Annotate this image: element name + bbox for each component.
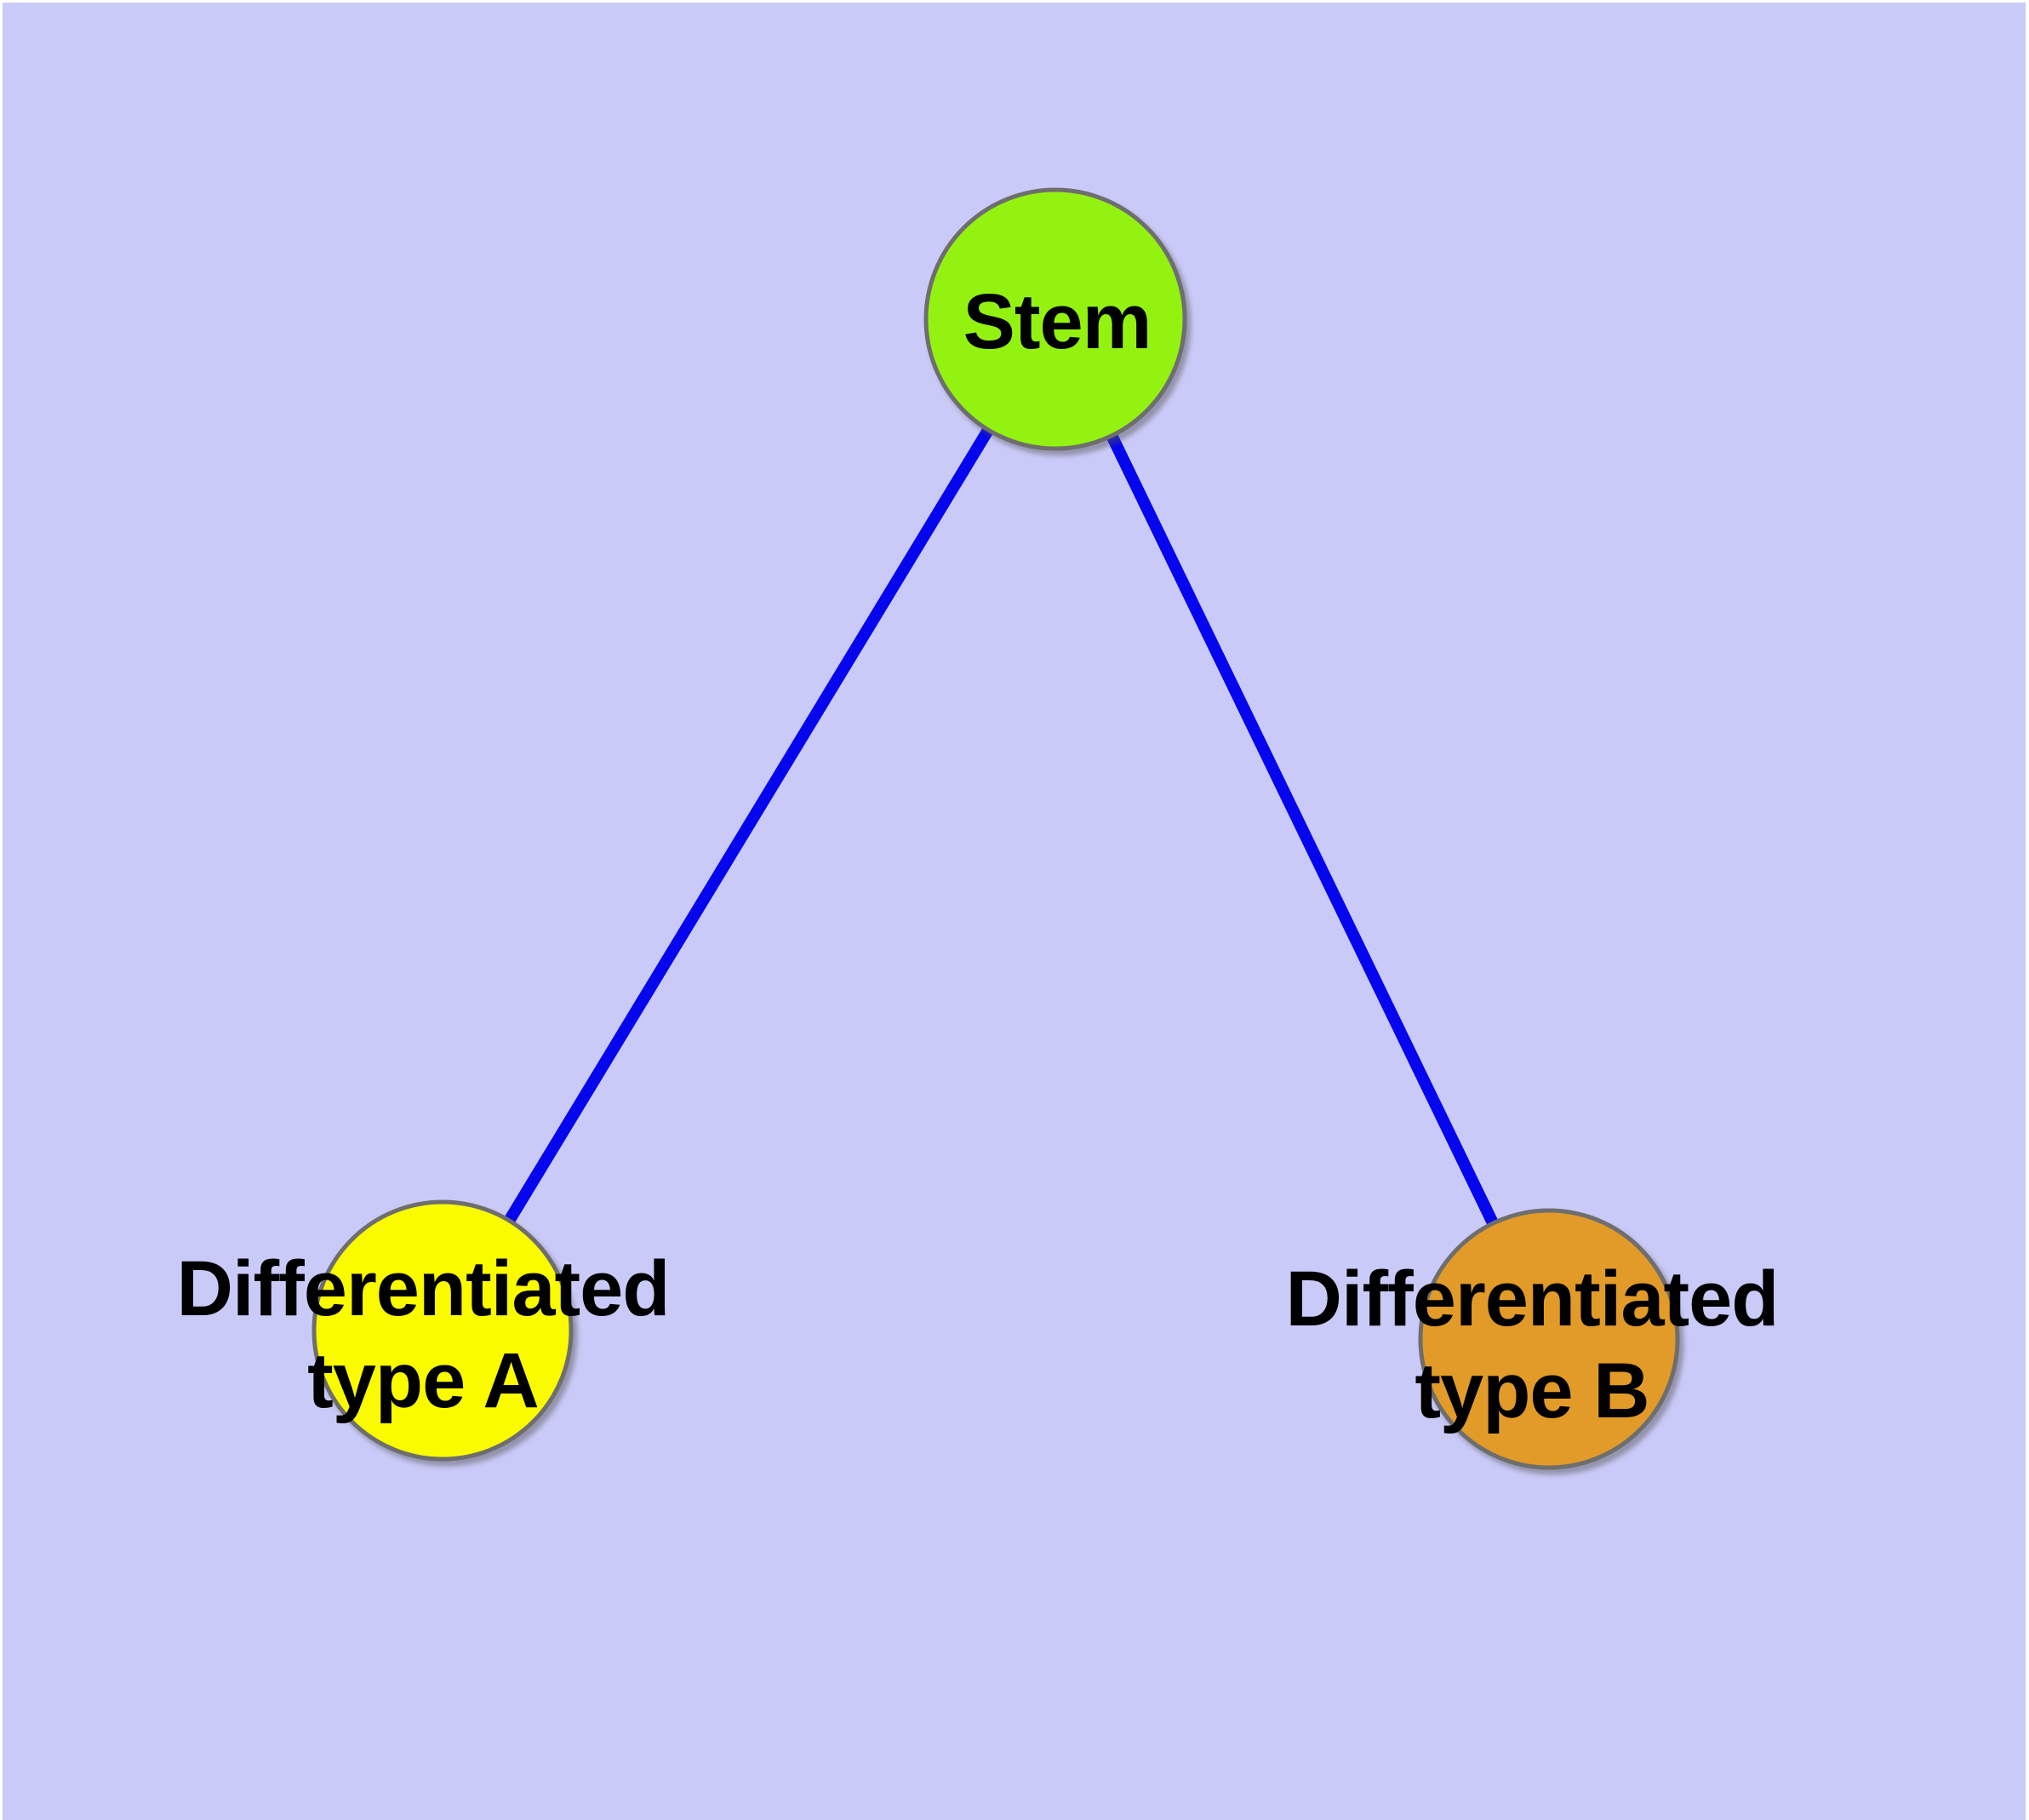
- type-a-label-line2: type A: [307, 1337, 540, 1424]
- node-differentiated-type-a: [311, 1199, 574, 1462]
- node-differentiated-type-b: [1418, 1208, 1680, 1470]
- type-b-node-label: Differentiated type B: [1285, 1253, 1780, 1437]
- type-b-label-line1: Differentiated: [1285, 1256, 1780, 1342]
- type-b-label-line2: type B: [1415, 1348, 1649, 1434]
- node-stem: [923, 187, 1187, 451]
- stem-node-label-text: Stem: [963, 278, 1152, 365]
- stem-node-label: Stem: [963, 276, 1152, 368]
- edge-stem-to-type-b: [1049, 316, 1555, 1342]
- type-a-node-label: Differentiated type A: [176, 1243, 671, 1427]
- type-a-label-line1: Differentiated: [176, 1245, 671, 1332]
- edge-stem-to-type-a: [437, 316, 1060, 1334]
